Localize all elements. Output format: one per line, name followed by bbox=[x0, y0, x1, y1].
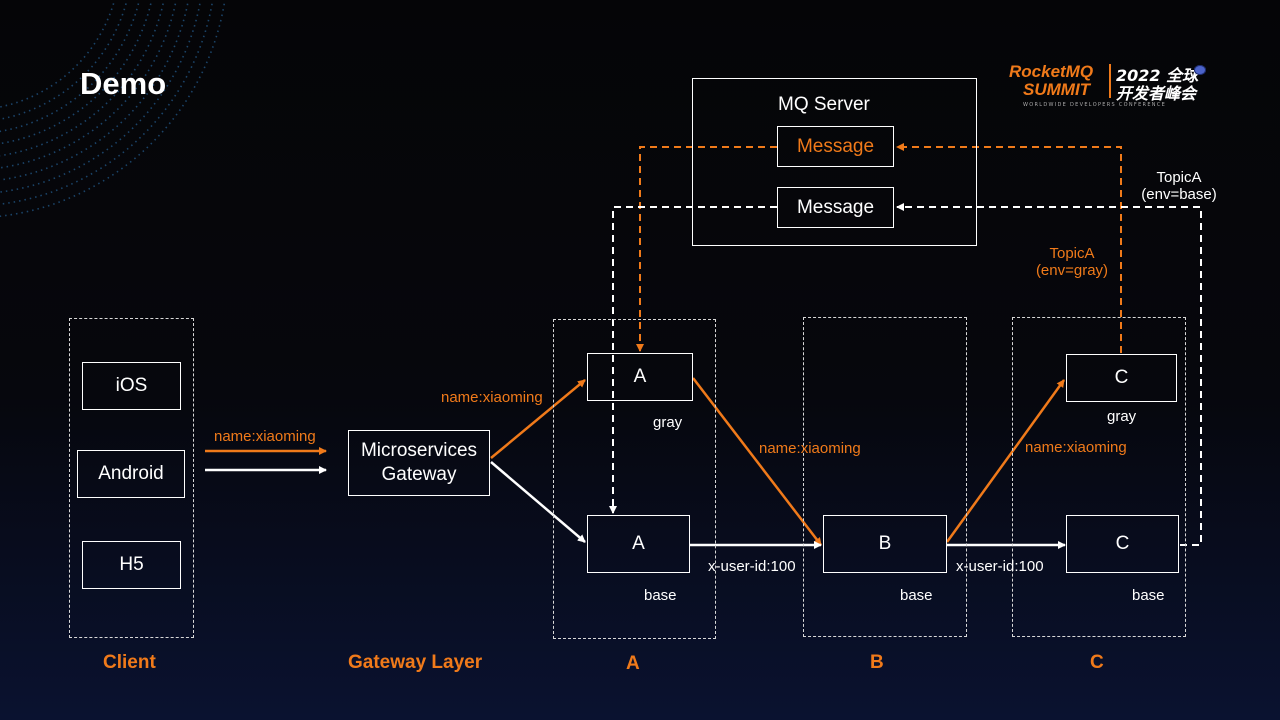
service-a-zone-label: A bbox=[626, 653, 640, 674]
service-c-zone bbox=[1012, 317, 1186, 637]
logo-cn-line2: 开发者峰会 bbox=[1116, 84, 1197, 103]
mq-base-to-a-base-flow bbox=[609, 206, 777, 514]
service-c-base-node: C bbox=[1066, 515, 1179, 573]
service-b-base-tag: base bbox=[900, 587, 933, 604]
topic-gray-line2: (env=gray) bbox=[1035, 262, 1109, 279]
client-zone bbox=[69, 318, 194, 638]
a-to-b-base-label: x-user-id:100 bbox=[708, 558, 796, 575]
rocketmq-summit-logo: RocketMQ SUMMIT 2022 全球 开发者峰会 WORLDWIDE … bbox=[1005, 60, 1220, 110]
service-a-zone bbox=[553, 319, 716, 639]
logo-cn-line1: 2022 全球 bbox=[1116, 66, 1199, 85]
mq-server-box bbox=[692, 78, 977, 246]
gateway-to-a-gray-arrow bbox=[490, 379, 586, 459]
slide-title: Demo bbox=[80, 66, 167, 101]
mq-gray-message-box: Message bbox=[777, 126, 894, 167]
service-a-gray-node: A bbox=[587, 353, 693, 401]
service-b-zone-label: B bbox=[870, 652, 884, 673]
mq-gray-to-a-gray-flow bbox=[636, 146, 777, 352]
client-h5-box: H5 bbox=[82, 541, 181, 589]
service-c-zone-label: C bbox=[1090, 652, 1104, 673]
service-c-base-tag: base bbox=[1132, 587, 1165, 604]
gateway-to-a-gray-label: name:xiaoming bbox=[441, 389, 543, 406]
service-c-gray-tag: gray bbox=[1107, 408, 1137, 425]
client-android-box: Android bbox=[77, 450, 185, 498]
topic-base-line1: TopicA bbox=[1156, 169, 1202, 186]
topic-gray-label: TopicA (env=gray) bbox=[1027, 245, 1117, 279]
topic-base-line2: (env=base) bbox=[1141, 186, 1217, 203]
topic-base-label: TopicA (env=base) bbox=[1134, 169, 1224, 203]
gateway-box-line2: Gateway bbox=[381, 464, 457, 485]
service-a-gray-tag: gray bbox=[653, 414, 683, 431]
mq-base-message-box: Message bbox=[777, 187, 894, 228]
gateway-box-line1: Microservices bbox=[360, 440, 478, 462]
client-zone-label: Client bbox=[103, 652, 156, 673]
service-b-zone bbox=[803, 317, 967, 637]
service-a-base-node: A bbox=[587, 515, 690, 573]
a-gray-to-b-arrow bbox=[692, 377, 822, 546]
client-ios-box: iOS bbox=[82, 362, 181, 410]
b-to-c-gray-label: name:xiaoming bbox=[1025, 439, 1127, 456]
gateway-zone-label: Gateway Layer bbox=[348, 652, 483, 673]
c-base-to-mq-base-flow bbox=[896, 203, 1202, 546]
microservices-gateway-box: Microservices Gateway bbox=[348, 430, 490, 496]
logo-divider bbox=[1109, 64, 1111, 98]
gateway-to-a-base-arrow bbox=[490, 461, 586, 543]
topic-gray-line1: TopicA bbox=[1049, 245, 1095, 262]
planet-icon bbox=[1194, 65, 1206, 75]
service-b-base-node: B bbox=[823, 515, 947, 573]
a-to-b-gray-label: name:xiaoming bbox=[759, 440, 861, 457]
mq-server-title: MQ Server bbox=[778, 94, 870, 115]
b-to-c-base-label: x-user-id:100 bbox=[956, 558, 1044, 575]
service-a-base-tag: base bbox=[644, 587, 677, 604]
c-gray-to-mq-gray-flow bbox=[896, 143, 1122, 353]
service-c-gray-node: C bbox=[1066, 354, 1177, 402]
logo-tagline: WORLDWIDE DEVELOPERS CONFERENCE bbox=[1023, 102, 1167, 108]
client-gateway-label: name:xiaoming bbox=[214, 428, 316, 445]
logo-line1: RocketMQ bbox=[1009, 62, 1094, 81]
logo-line2: SUMMIT bbox=[1023, 80, 1091, 99]
